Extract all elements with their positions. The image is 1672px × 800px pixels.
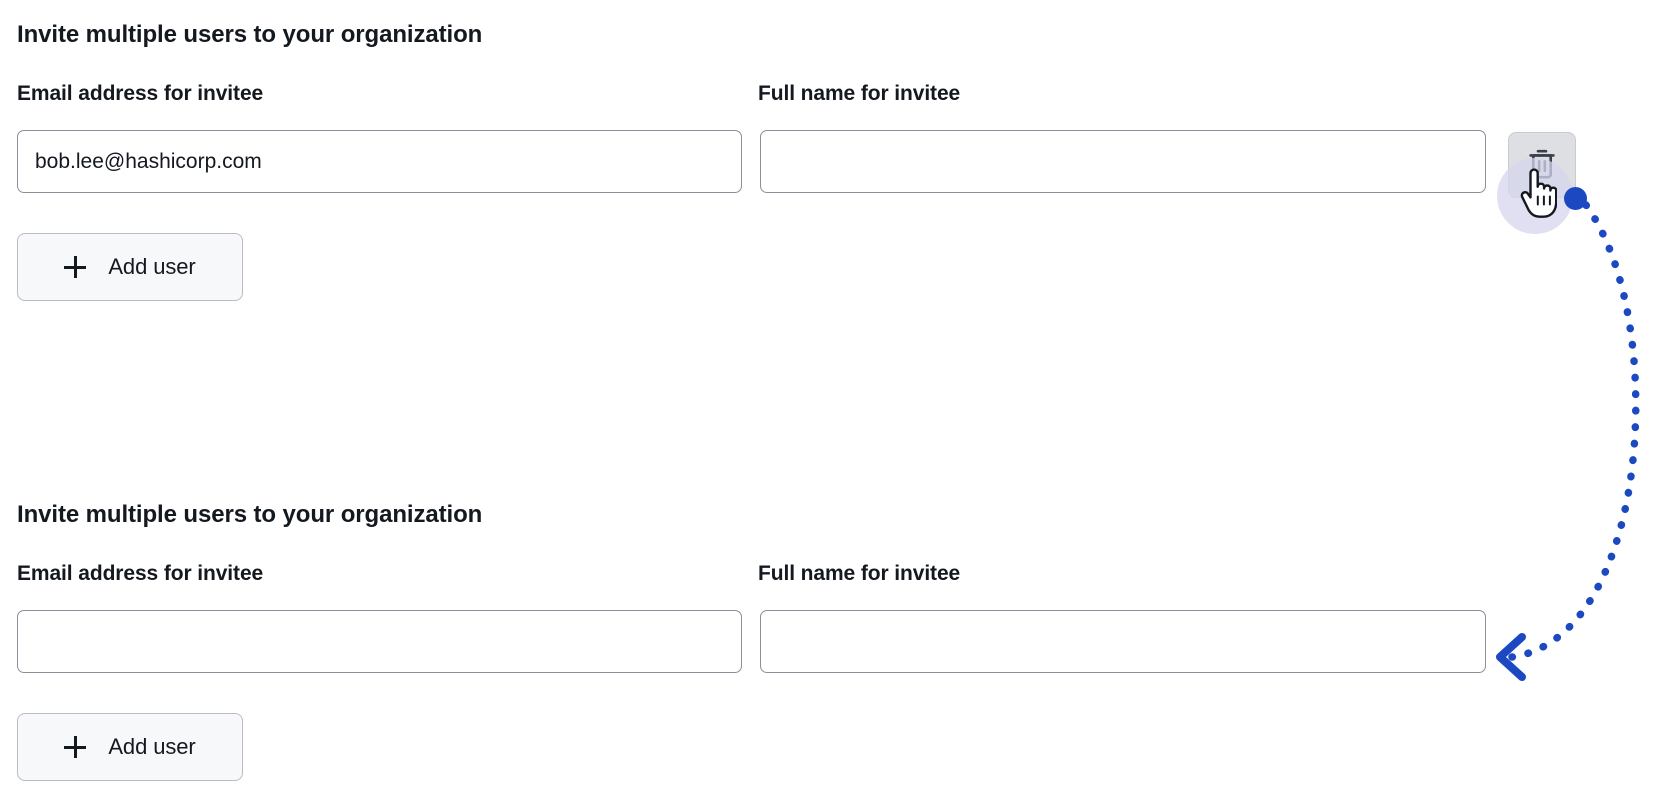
page-title-2: Invite multiple users to your organizati… bbox=[17, 501, 483, 528]
fullname-input[interactable] bbox=[760, 130, 1486, 193]
email-input[interactable] bbox=[17, 130, 742, 193]
fullname-field-label-2: Full name for invitee bbox=[758, 562, 961, 585]
email-field-label: Email address for invitee bbox=[17, 82, 264, 105]
add-user-button-2[interactable]: Add user bbox=[17, 713, 243, 781]
email-field-label-2: Email address for invitee bbox=[17, 562, 264, 585]
delete-invitee-button[interactable] bbox=[1508, 132, 1576, 198]
fullname-input-2[interactable] bbox=[760, 610, 1486, 673]
fullname-field-label: Full name for invitee bbox=[758, 82, 961, 105]
trash-icon bbox=[1527, 148, 1557, 183]
add-user-button[interactable]: Add user bbox=[17, 233, 243, 301]
email-input-2[interactable] bbox=[17, 610, 742, 673]
plus-icon bbox=[64, 256, 87, 278]
add-user-button-label: Add user bbox=[108, 254, 196, 279]
add-user-button-label-2: Add user bbox=[108, 734, 196, 759]
plus-icon-2 bbox=[64, 736, 87, 758]
page-title: Invite multiple users to your organizati… bbox=[17, 21, 483, 48]
